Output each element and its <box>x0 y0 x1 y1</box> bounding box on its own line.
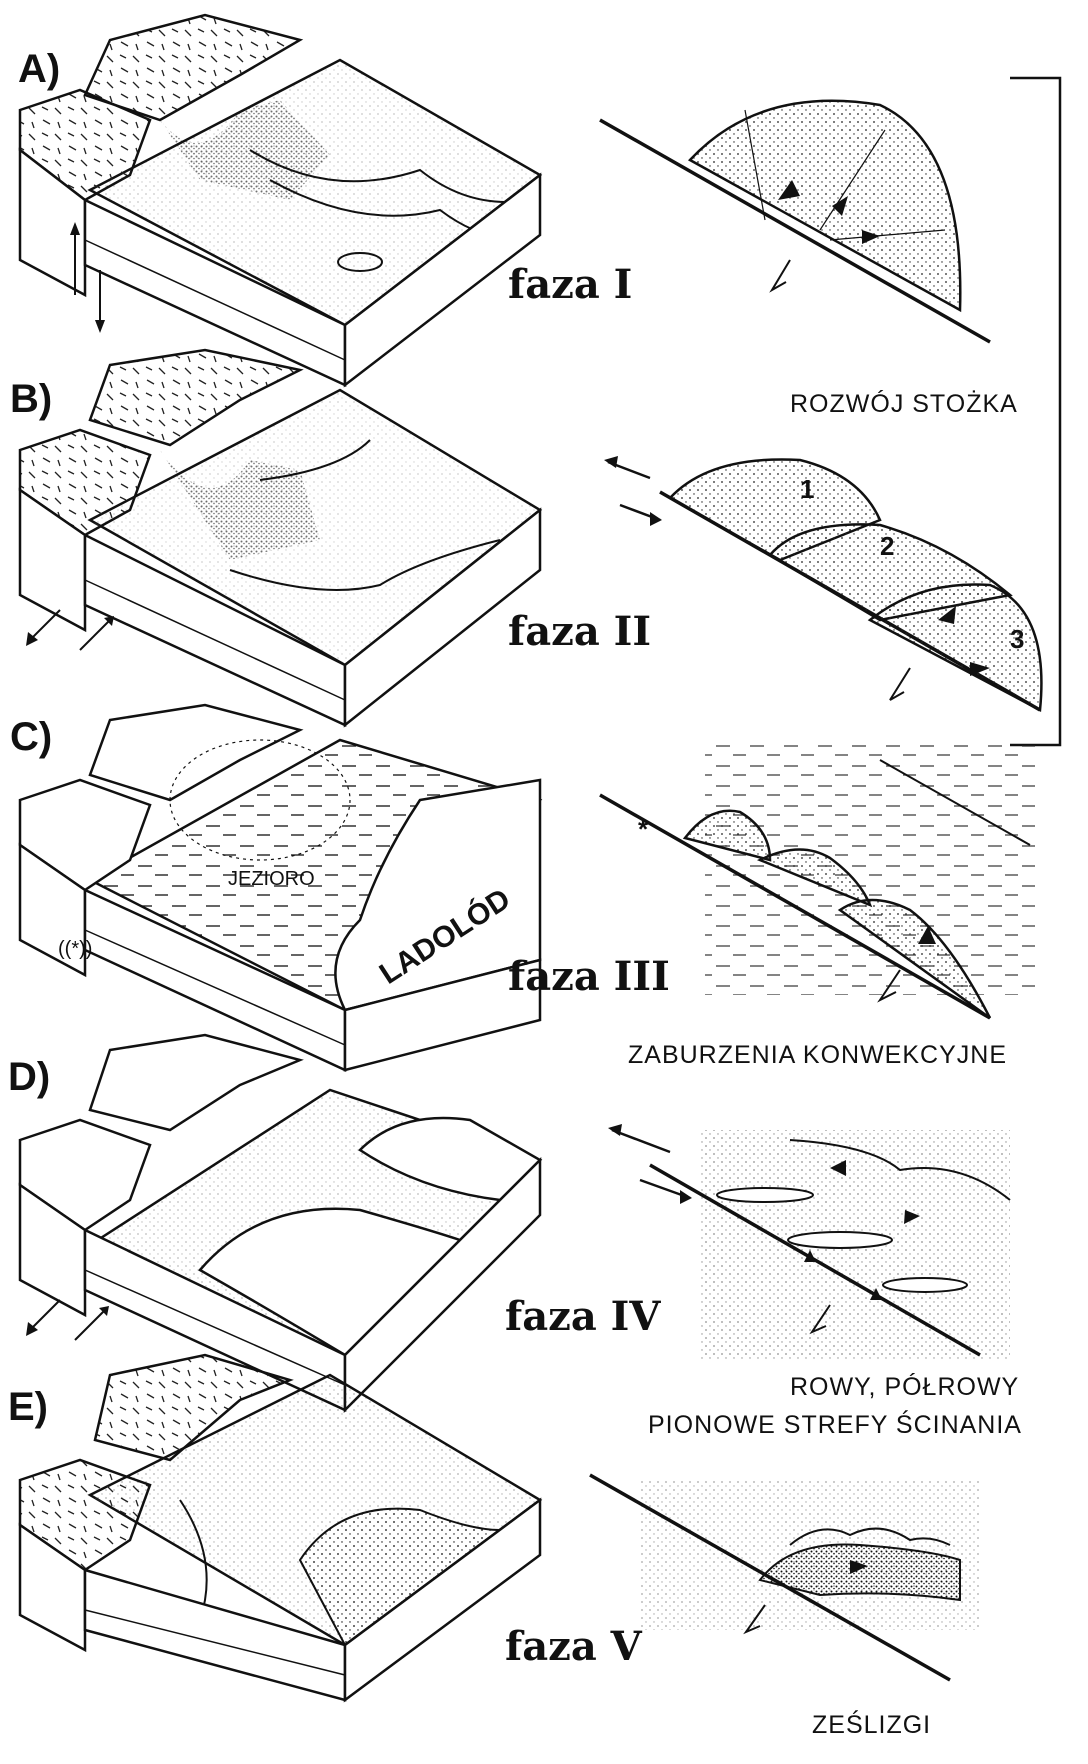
panel-c-phase-label: faza III <box>508 953 670 1000</box>
seismic-symbol-left: ((*)) <box>58 938 92 960</box>
panel-d-trench-sketch <box>608 1124 1010 1360</box>
fan-number-3: 3 <box>1010 624 1024 654</box>
panel-e-phase-label: faza V <box>505 1623 643 1670</box>
panel-e-block <box>20 1355 540 1700</box>
panel-e-letter: E) <box>8 1385 48 1429</box>
panel-d-phase-label: faza IV <box>505 1293 661 1340</box>
panel-a-block <box>20 15 540 385</box>
panel-b-letter: B) <box>10 377 52 421</box>
fan-number-1: 1 <box>800 474 814 504</box>
panel-b-fan-sketch <box>604 456 1041 710</box>
trenches-caption-line2: PIONOWE STREFY ŚCINANIA <box>648 1409 1022 1439</box>
panel-c-letter: C) <box>10 715 52 759</box>
panel-e-slump-sketch <box>590 1475 980 1680</box>
panel-b-phase-label: faza II <box>508 608 651 655</box>
panel-d-letter: D) <box>8 1055 50 1099</box>
seismic-symbol-right: * <box>638 814 649 844</box>
panel-d-block <box>20 1035 540 1410</box>
convective-caption: ZABURZENIA KONWEKCYJNE <box>628 1041 1007 1069</box>
panel-b-block <box>20 350 540 725</box>
trenches-caption-line1: ROWY, PÓŁROWY <box>790 1372 1019 1401</box>
panel-a-phase-label: faza I <box>508 261 632 308</box>
fan-development-caption: ROZWÓJ STOŻKA <box>790 389 1018 418</box>
panel-a-fan-sketch <box>600 101 990 342</box>
slumps-caption: ZEŚLIZGI <box>812 1709 931 1739</box>
fan-number-2: 2 <box>880 531 894 561</box>
lake-label: JEZIORO <box>228 868 315 890</box>
panel-a-letter: A) <box>18 47 60 91</box>
